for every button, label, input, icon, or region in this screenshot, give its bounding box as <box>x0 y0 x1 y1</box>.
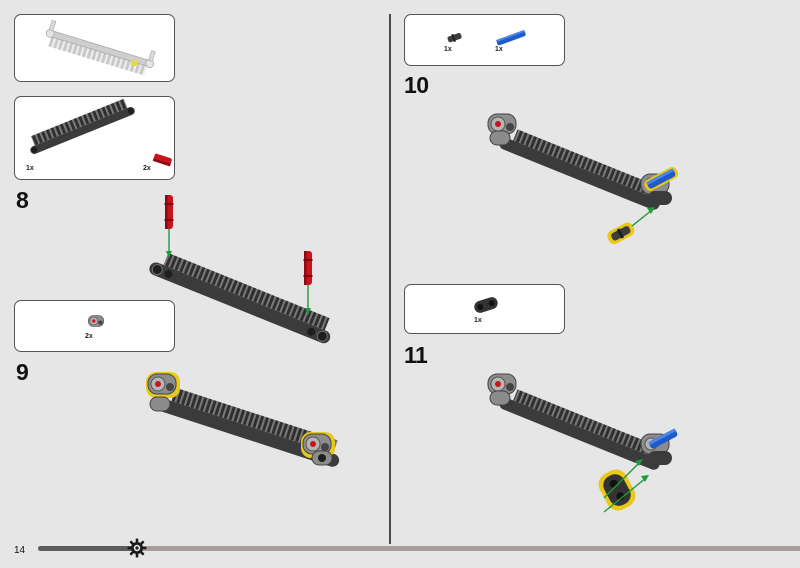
step-9-illustration <box>146 372 340 467</box>
subassembly-preview <box>45 19 156 76</box>
red-axle-pin-part-icon <box>152 153 172 167</box>
double-beam-connector-part-icon <box>474 297 498 313</box>
step-10-illustration <box>487 113 679 244</box>
gear-rack-qty: 1x <box>26 165 34 172</box>
black-bush-pin-qty: 1x <box>444 46 452 53</box>
step-number-11: 11 <box>404 342 428 368</box>
blue-axle-pin-part-icon <box>495 29 526 46</box>
progress-gear-icon <box>127 538 147 558</box>
step-number-9: 9 <box>16 359 29 385</box>
parts-list-step-9: 2x <box>14 300 175 352</box>
step-10-parts-art <box>447 29 526 46</box>
red-axle-pin-qty: 2x <box>143 165 151 172</box>
blue-axle-pin-qty: 1x <box>495 46 503 53</box>
gear-rack-part-icon <box>30 98 135 154</box>
double-beam-connector-qty: 1x <box>474 317 482 324</box>
progress-fill <box>38 546 137 551</box>
page-number: 14 <box>14 545 26 556</box>
step-11-illustration <box>487 373 678 513</box>
parts-list-step-10: 1x 1x <box>404 14 565 66</box>
step-number-8: 8 <box>16 187 29 213</box>
axle-pin-connector-qty: 2x <box>85 333 93 340</box>
step-11-parts-art <box>474 297 498 313</box>
step-number-10: 10 <box>404 72 429 98</box>
step-8-illustration <box>149 195 331 344</box>
parts-list-step-8: 1x 2x <box>14 96 175 180</box>
parts-list-step-11: 1x <box>404 284 565 334</box>
progress-track <box>38 546 800 551</box>
page-divider <box>389 14 391 544</box>
black-bush-pin-part-icon <box>447 32 462 43</box>
subassembly-callout <box>14 14 175 82</box>
step-8-parts-art <box>30 98 172 167</box>
